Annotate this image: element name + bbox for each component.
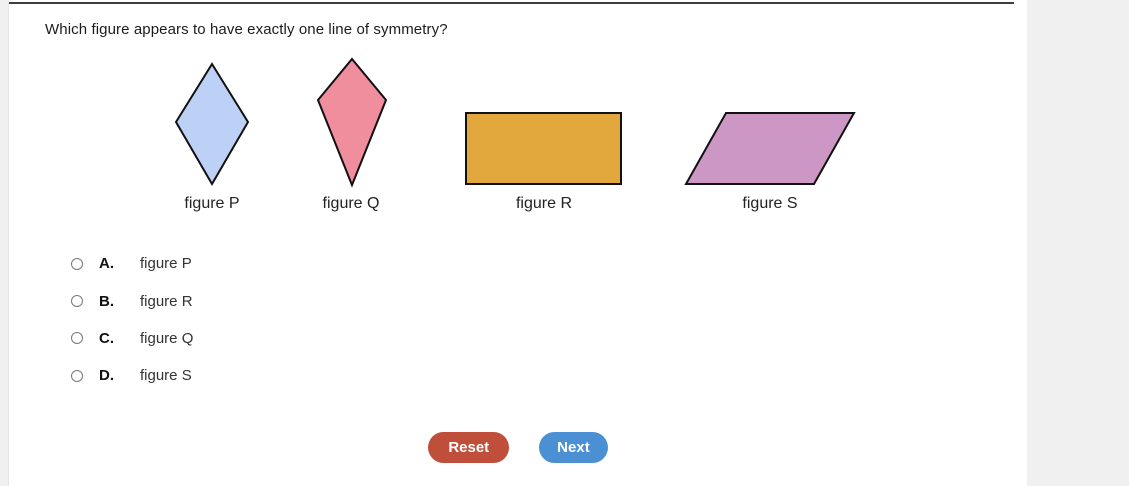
- option-b-letter: B.: [99, 292, 114, 310]
- option-row-b[interactable]: B. figure R: [71, 282, 193, 319]
- figure-p-rhombus: [174, 62, 250, 186]
- option-row-a[interactable]: A. figure P: [71, 245, 193, 282]
- option-d-label: figure S: [140, 367, 192, 385]
- option-b-label: figure R: [140, 292, 193, 310]
- option-row-d[interactable]: D. figure S: [71, 357, 193, 394]
- option-c-letter: C.: [99, 329, 114, 347]
- figure-r-label: figure R: [515, 195, 573, 212]
- option-c-label: figure Q: [140, 329, 194, 347]
- figures-graphic: [174, 57, 856, 188]
- option-a-radio[interactable]: [71, 257, 83, 270]
- question-panel: Which figure appears to have exactly one…: [8, 0, 1027, 486]
- option-b-radio[interactable]: [71, 295, 83, 308]
- figure-r-rectangle: [465, 112, 622, 185]
- action-bar: Reset Next: [9, 432, 1027, 463]
- figure-s-label: figure S: [742, 195, 798, 212]
- option-c-radio[interactable]: [71, 332, 83, 345]
- option-a-letter: A.: [99, 255, 114, 273]
- option-a-label: figure P: [140, 255, 192, 273]
- option-d-radio[interactable]: [71, 369, 83, 382]
- top-divider: [9, 2, 1014, 4]
- option-d-letter: D.: [99, 367, 114, 385]
- figure-q-label: figure Q: [322, 195, 380, 212]
- figure-q-kite: [316, 57, 388, 188]
- option-row-c[interactable]: C. figure Q: [71, 320, 193, 357]
- answer-options: A. figure P B. figure R C. figure Q D. f…: [71, 245, 193, 395]
- next-button[interactable]: Next: [539, 432, 608, 463]
- question-text: Which figure appears to have exactly one…: [45, 21, 448, 38]
- figure-p-label: figure P: [184, 195, 240, 212]
- figure-s-parallelogram: [684, 112, 856, 185]
- reset-button[interactable]: Reset: [428, 432, 510, 463]
